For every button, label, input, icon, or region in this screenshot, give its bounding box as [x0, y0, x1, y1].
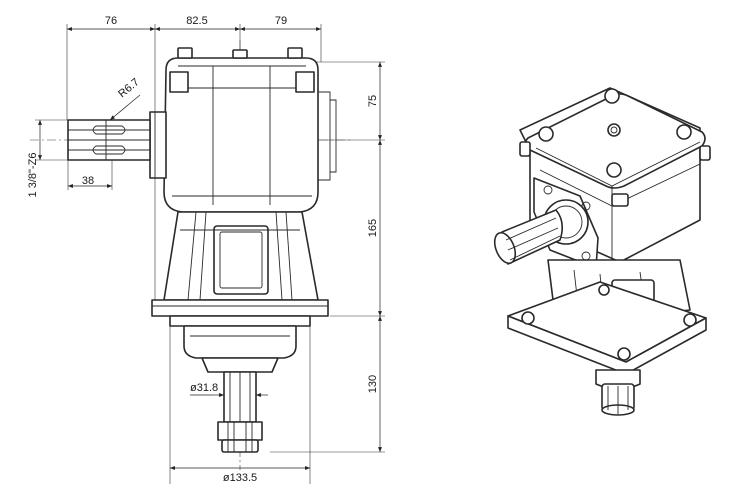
dim-right-upper: 75: [367, 95, 379, 107]
dim-flange-dia: ø133.5: [223, 472, 257, 484]
dim-top-right: 79: [275, 15, 287, 27]
dim-right-lower: 130: [367, 375, 379, 393]
dim-top-left: 76: [105, 15, 117, 27]
dim-out-dia: ø31.8: [190, 382, 218, 394]
dim-spline: 1 3/8"-Z6: [27, 153, 39, 198]
dim-shaft-len: 38: [82, 175, 94, 187]
dim-top-mid: 82.5: [186, 15, 207, 27]
dim-right-mid: 165: [367, 219, 379, 237]
isometric-view: [493, 87, 711, 416]
front-view: 76 82.5 79 R6.7 75 165 130 1 3/8"-Z6 38 …: [27, 15, 385, 484]
